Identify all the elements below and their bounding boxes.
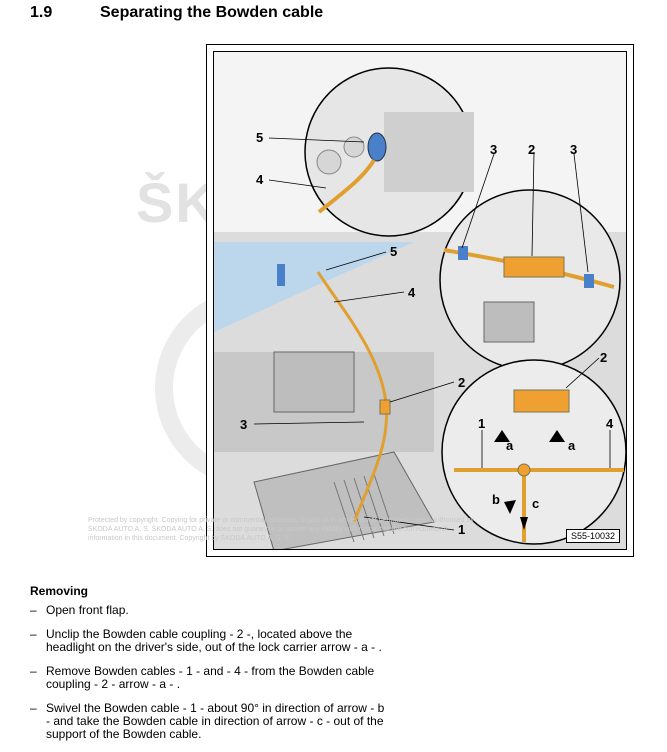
step-item: –Open front flap. [30,603,129,617]
callout-a-right: a [568,438,576,453]
callout-c: c [532,496,539,511]
arrow-c [520,517,528,530]
step-item: –Swivel the Bowden cable - 1 - about 90°… [30,701,385,741]
detail-top-panel [384,112,474,192]
coupling-middle [503,256,565,278]
clip-main [277,264,285,286]
bracket [483,301,535,343]
callout-3-middle-left: 3 [490,142,497,157]
callout-5-main: 5 [390,244,397,259]
callout-2-middle: 2 [528,142,535,157]
callout-1-bottom: 1 [478,416,485,431]
section-heading: Removing [30,584,89,598]
callout-3-main: 3 [240,417,247,432]
grommet [367,132,387,162]
figure-id: S55-10032 [565,529,620,543]
callout-a-left: a [506,438,514,453]
callout-4-top: 4 [256,172,264,187]
callout-3-middle-right: 3 [570,142,577,157]
figure-illustration: 5 4 5 4 2 3 1 3 2 3 2 1 4 a a b c S55-10… [213,51,627,550]
detail-circle-bottom [441,359,626,545]
step-item: –Unclip the Bowden cable coupling - 2 -,… [30,627,382,654]
arrow-a-right [549,430,565,442]
callout-b: b [492,492,500,507]
section-number: 1.9 [30,4,53,21]
callout-2-bottom: 2 [600,350,607,365]
arrow-a-left [494,430,510,442]
callout-5-top: 5 [256,130,263,145]
clip-right [584,274,594,288]
arrow-b [504,500,516,514]
bowden-cable-illustration: 5 4 5 4 2 3 1 3 2 3 2 1 4 a a b c [214,67,626,549]
step-item: –Remove Bowden cables - 1 - and - 4 - fr… [30,664,375,691]
copyright-notice: Protected by copyright. Copying for priv… [88,517,474,542]
bowden-cable-top [317,158,376,214]
front-grille [253,451,435,549]
steps-list: –Open front flap. –Unclip the Bowden cab… [30,604,390,752]
coupling-bottom [513,389,570,413]
figure-frame: 5 4 5 4 2 3 1 3 2 3 2 1 4 a a b c S55-10… [206,44,634,557]
callout-2-main: 2 [458,375,465,390]
callout-1-main: 1 [458,522,465,537]
windshield [214,242,414,332]
clip-left [458,246,468,260]
callout-4-main: 4 [408,285,416,300]
battery-box [273,351,355,413]
callout-4-bottom: 4 [606,416,614,431]
page-title: Separating the Bowden cable [100,4,324,21]
coupling-main [379,399,391,415]
